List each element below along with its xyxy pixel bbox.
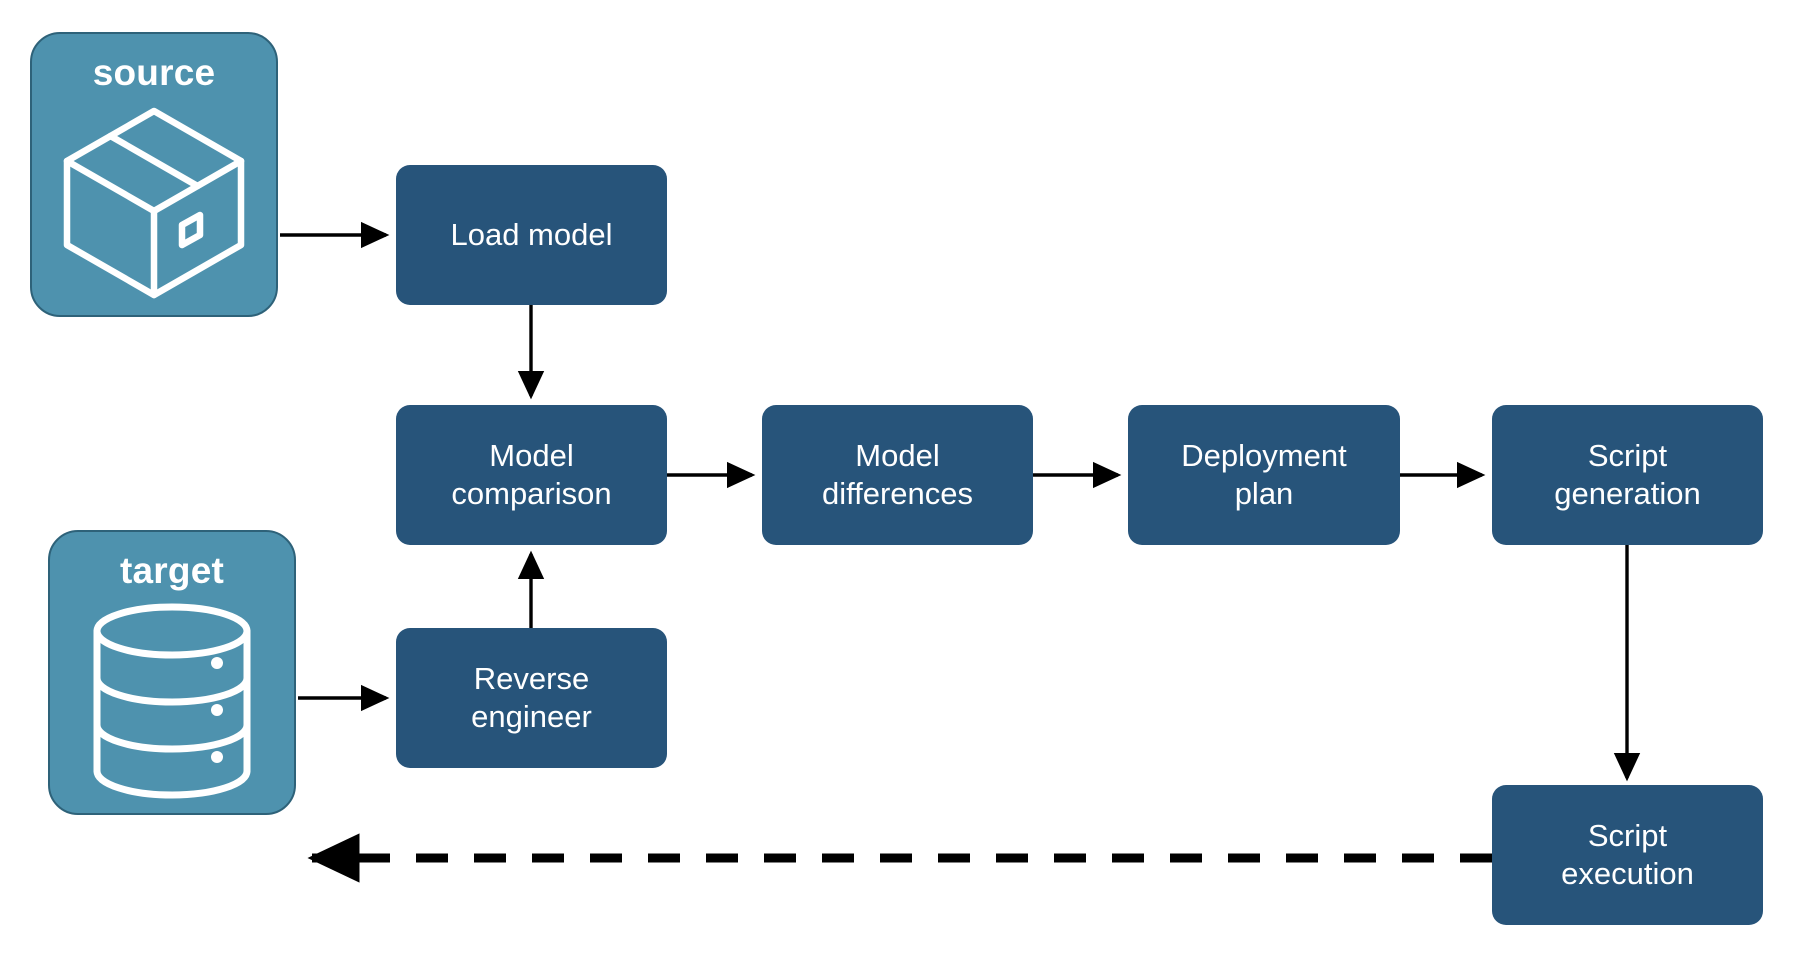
node-deployment-plan-line2: plan	[1234, 476, 1294, 511]
endpoint-card-source[interactable]: source	[30, 32, 278, 317]
source-label: source	[92, 52, 216, 93]
endpoint-card-target[interactable]: target	[48, 530, 296, 815]
target-label: target	[120, 550, 224, 591]
node-model-differences-line1: Model	[855, 438, 940, 474]
node-model-differences[interactable]: Model differences	[762, 405, 1033, 545]
node-script-generation[interactable]: Script generation	[1492, 405, 1763, 545]
node-model-comparison-line1: Model	[489, 438, 574, 474]
node-script-generation-line1: Script	[1587, 438, 1668, 474]
node-model-comparison[interactable]: Model comparison	[396, 405, 667, 545]
database-cylinder-icon	[50, 589, 294, 813]
node-script-generation-line2: generation	[1554, 476, 1701, 511]
node-script-execution-line1: Script	[1587, 818, 1668, 854]
node-deployment-plan-line1: Deployment	[1181, 438, 1347, 474]
node-load-model-label: Load model	[450, 217, 613, 253]
node-script-execution[interactable]: Script execution	[1492, 785, 1763, 925]
node-deployment-plan[interactable]: Deployment plan	[1128, 405, 1400, 545]
node-model-differences-line2: differences	[821, 476, 974, 511]
node-reverse-engineer-line1: Reverse	[473, 661, 590, 697]
package-box-icon	[32, 91, 276, 315]
node-model-comparison-line2: comparison	[451, 476, 612, 511]
node-script-execution-line2: execution	[1561, 856, 1694, 891]
node-load-model[interactable]: Load model	[396, 165, 667, 305]
node-reverse-engineer[interactable]: Reverse engineer	[396, 628, 667, 768]
node-reverse-engineer-line2: engineer	[471, 699, 592, 734]
